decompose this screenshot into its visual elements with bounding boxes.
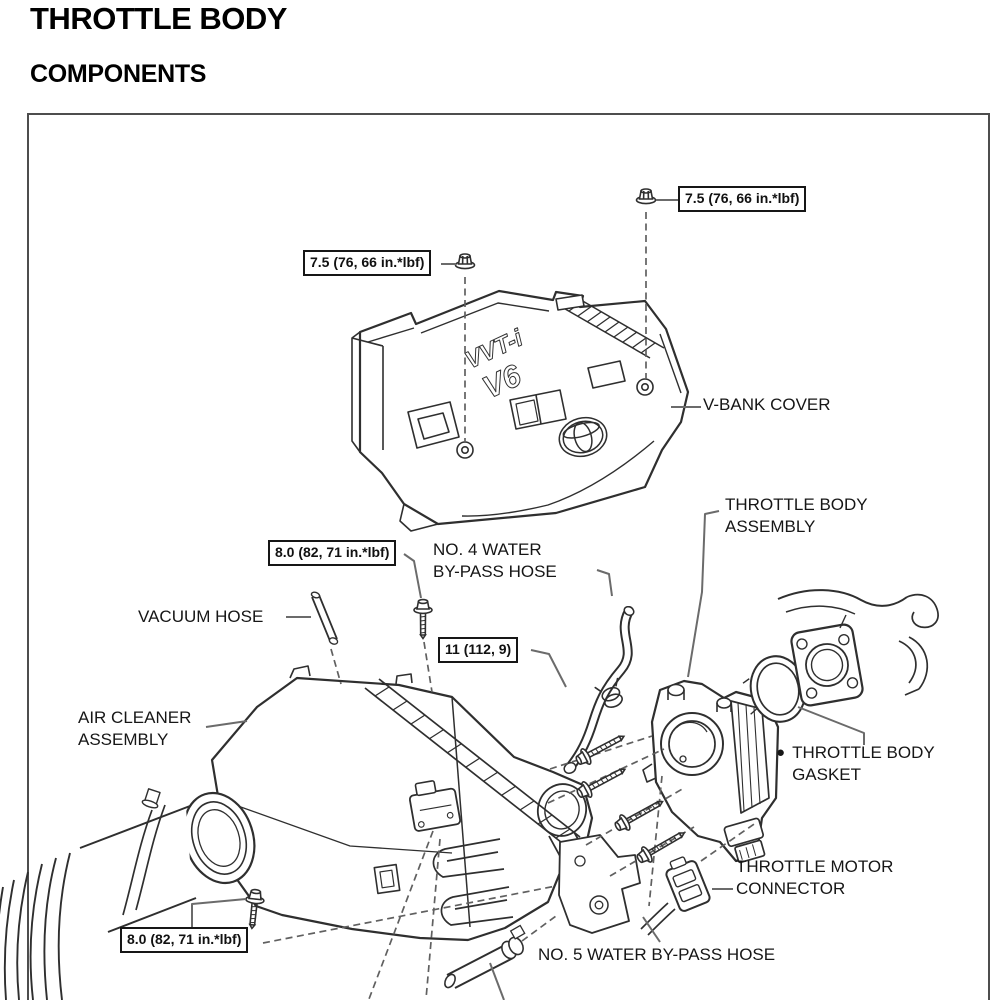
no5-hose-drawing — [444, 924, 526, 989]
air-cleaner-drawing — [210, 665, 641, 942]
torque-spec-air-cleaner-lower: 8.0 (82, 71 in.*lbf) — [120, 927, 249, 953]
torque-spec-hose-clamp: 11 (112, 9) — [438, 637, 519, 663]
v-bank-cover-drawing: VVT-i V6 — [351, 289, 690, 532]
long-bolt-icon — [572, 728, 629, 770]
intake-duct-drawing — [0, 788, 256, 1000]
duct-clamp-screw — [141, 788, 161, 809]
flange-nut-icon — [635, 188, 657, 205]
label-line: THROTTLE MOTOR — [736, 857, 894, 876]
bolt-icon — [413, 598, 433, 640]
part-label-vacuum-hose: VACUUM HOSE — [138, 607, 264, 626]
label-line: THROTTLE BODY — [792, 743, 935, 762]
toyota-logo-icon — [558, 416, 608, 458]
hose-clamp-icon — [594, 677, 623, 709]
label-line: NO. 4 WATER — [433, 540, 542, 559]
diagram-frame — [27, 113, 990, 1000]
torque-spec-v-bank-left: 7.5 (76, 66 in.*lbf) — [303, 250, 432, 276]
torque-spec-air-cleaner-upper: 8.0 (82, 71 in.*lbf) — [268, 540, 397, 566]
page-title: THROTTLE BODY — [30, 1, 288, 36]
hose-clamp-icon — [501, 924, 526, 960]
part-label-throttle-motor-connector: THROTTLE MOTOR CONNECTOR — [736, 856, 893, 900]
label-line: ASSEMBLY — [78, 730, 169, 749]
leader-lines — [191, 199, 865, 1000]
air-cleaner-port — [373, 863, 401, 895]
section-title: COMPONENTS — [30, 60, 207, 88]
label-line: AIR CLEANER — [78, 708, 192, 727]
part-label-throttle-body-assembly: THROTTLE BODY ASSEMBLY — [725, 494, 868, 538]
part-label-throttle-body-gasket: ● THROTTLE BODY GASKET — [776, 742, 935, 786]
label-line: ASSEMBLY — [725, 517, 816, 536]
part-label-no5-water-bypass-hose: NO. 5 WATER BY-PASS HOSE — [538, 945, 776, 964]
label-line: BY-PASS HOSE — [433, 562, 557, 581]
label-line: THROTTLE BODY — [725, 495, 868, 514]
intake-flange-drawing — [777, 589, 939, 707]
no4-hose-drawing — [563, 605, 635, 775]
motor-connector-drawing — [640, 856, 711, 936]
long-bolt-icon — [573, 761, 630, 803]
flange-nut-icon — [454, 253, 476, 270]
bullet-icon: ● — [776, 744, 786, 761]
maf-sensor-connector — [408, 780, 462, 832]
part-label-v-bank-cover: V-BANK COVER — [703, 395, 831, 414]
label-line: GASKET — [792, 765, 862, 784]
part-label-no4-water-bypass-hose: NO. 4 WATER BY-PASS HOSE — [433, 539, 557, 583]
part-label-air-cleaner-assembly: AIR CLEANER ASSEMBLY — [78, 707, 191, 751]
label-line: CONNECTOR — [736, 879, 846, 898]
vacuum-hose-drawing — [310, 591, 339, 645]
torque-spec-v-bank-right: 7.5 (76, 66 in.*lbf) — [678, 186, 807, 212]
